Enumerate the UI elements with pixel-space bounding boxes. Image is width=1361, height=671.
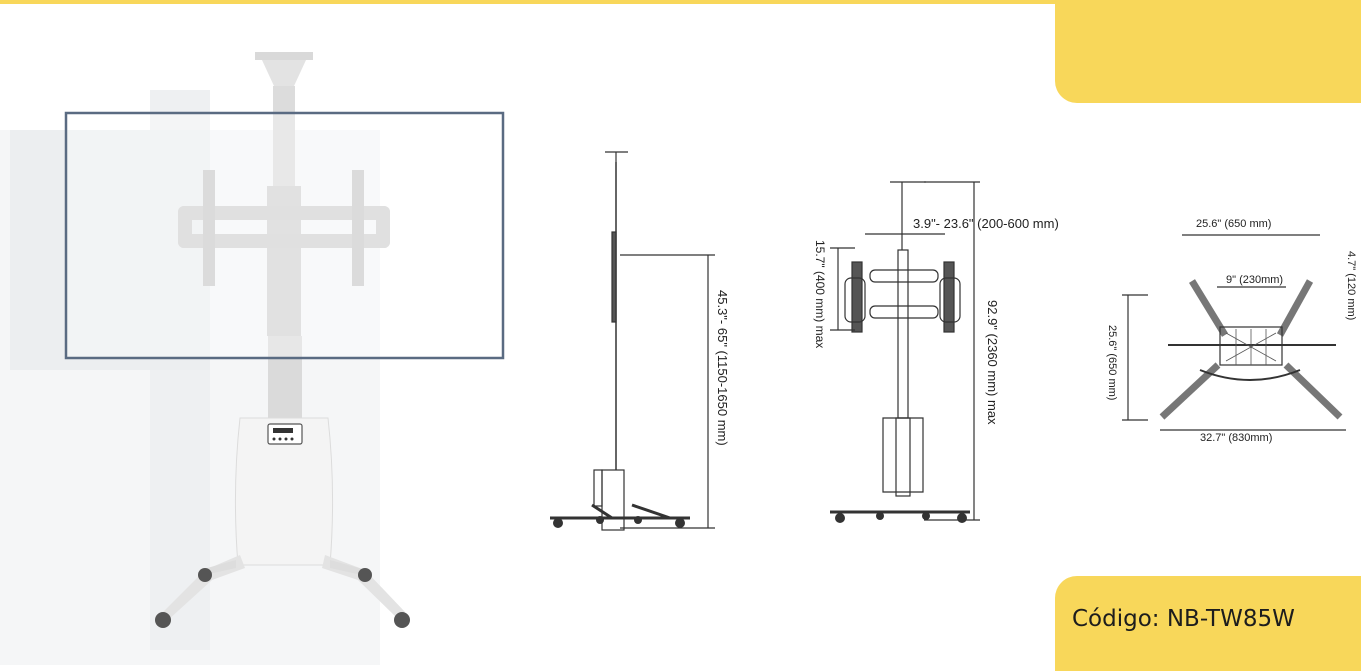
front-vesa-vertical-label: 15.7" (400 mm) max: [813, 240, 827, 348]
bottom-accent-tab: [1055, 576, 1361, 671]
top-accent-tab: [1055, 0, 1361, 103]
base-inner-width-label: 9" (230mm): [1226, 274, 1283, 286]
side-height-label: 45.3"- 65" (1150-1650 mm): [715, 290, 730, 446]
front-vesa-horizontal-label: 3.9"- 23.6" (200-600 mm): [913, 216, 1059, 231]
front-total-height-label: 92.9" (2360 mm) max: [985, 300, 1000, 425]
product-illustration: [0, 52, 505, 665]
base-bottom-width-label: 32.7" (830mm): [1200, 432, 1272, 444]
base-top-width-label: 25.6" (650 mm): [1196, 218, 1271, 230]
base-side-offset-label: 4.7" (120 mm): [1345, 251, 1357, 320]
front-view-diagram: 3.9"- 23.6" (200-600 mm) 15.7" (400 mm) …: [813, 181, 1059, 523]
side-view-diagram: 45.3"- 65" (1150-1650 mm): [550, 151, 730, 531]
top-accent-bar: [0, 0, 1361, 4]
product-code-label: Código: NB-TW85W: [1072, 606, 1295, 632]
base-depth-label: 25.6" (650 mm): [1106, 325, 1118, 400]
base-view-diagram: 25.6" (650 mm) 9" (230mm) 25.6" (650 mm)…: [1106, 218, 1357, 444]
